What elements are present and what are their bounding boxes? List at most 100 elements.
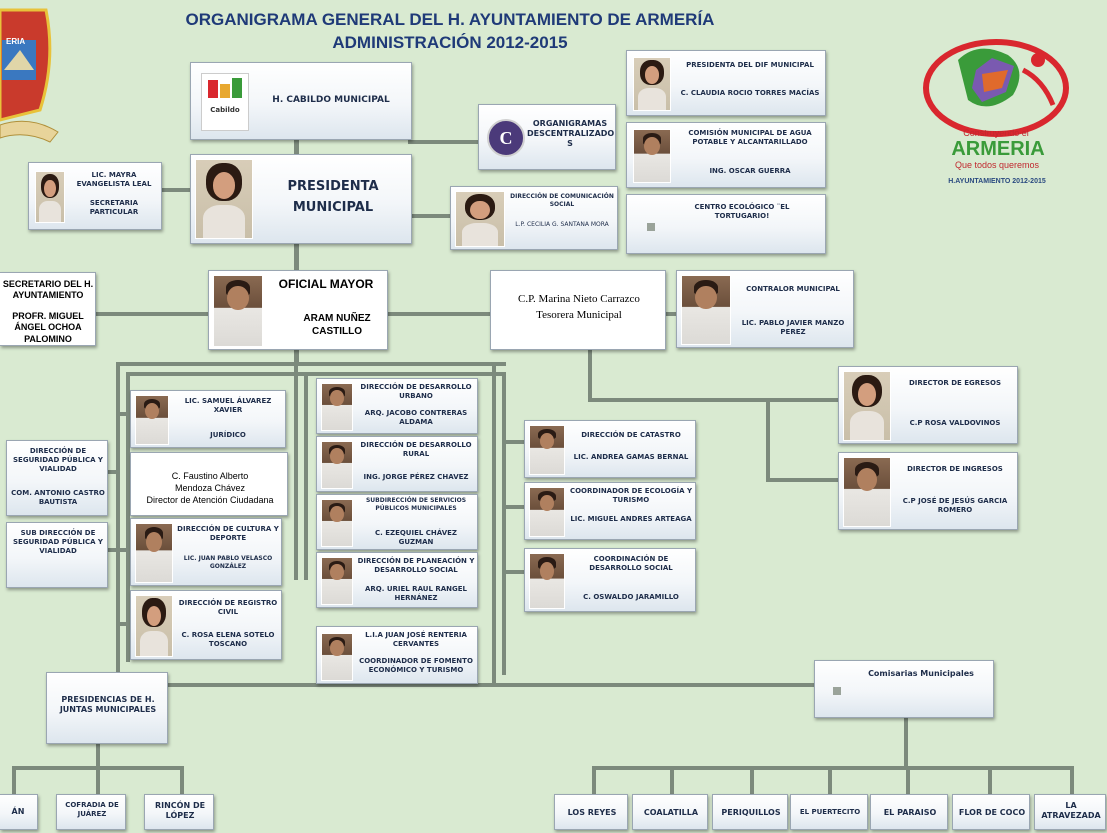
municipal-crest: ERIA: [0, 0, 60, 150]
cabildo-logo-icon: [208, 78, 242, 98]
comisaria-item-label: PERIQUILLOS: [721, 808, 781, 817]
oficial-mayor-box[interactable]: OFICIAL MAYOR ARAM NUÑEZ CASTILLO: [208, 270, 388, 350]
contralor-box[interactable]: CONTRALOR MUNICIPAL LIC. PABLO JAVIER MA…: [676, 270, 854, 348]
comisarias-box[interactable]: Comisarias Municipales: [814, 660, 994, 718]
oficial-mayor-photo: [213, 275, 263, 347]
comisaria-item[interactable]: LA ATRAVEZADA: [1034, 794, 1106, 830]
egresos-photo: [843, 371, 891, 441]
cultura-box[interactable]: DIRECCIÓN DE CULTURA Y DEPORTE LIC. JUAN…: [130, 518, 282, 586]
connector-line: [750, 766, 754, 794]
crest-text: ERIA: [6, 37, 26, 46]
connector-line: [592, 766, 1074, 770]
comisaria-item-label: EL PARAISO: [883, 808, 937, 817]
connector-line: [388, 312, 490, 316]
juntas-box[interactable]: PRESIDENCIAS DE H. JUNTAS MUNICIPALES: [46, 672, 168, 744]
agua-box[interactable]: COMISIÓN MUNICIPAL DE AGUA POTABLE Y ALC…: [626, 122, 826, 188]
desarrollo-social-title: COORDINACIÓN DE DESARROLLO SOCIAL: [589, 555, 673, 572]
comisaria-item-label: EL PUERTECITO: [799, 808, 861, 816]
servicios-box[interactable]: SUBDIRECCIÓN DE SERVICIOS PÚBLICOS MUNIC…: [316, 494, 478, 550]
comisaria-item[interactable]: EL PARAISO: [870, 794, 948, 830]
urbano-box[interactable]: DIRECCIÓN DE DESARROLLO URBANO ARQ. JACO…: [316, 378, 478, 434]
junta-item-label: ÁN: [11, 807, 25, 816]
connector-line: [294, 365, 298, 580]
registro-photo: [135, 595, 173, 657]
connector-line: [670, 766, 674, 794]
comunicacion-title: DIRECCIÓN DE COMUNICACIÓN SOCIAL: [510, 193, 614, 208]
contralor-title: CONTRALOR MUNICIPAL: [746, 285, 840, 293]
comisaria-item[interactable]: PERIQUILLOS: [712, 794, 788, 830]
tesorera-role: Tesorera Municipal: [536, 309, 622, 321]
sub-seguridad-box[interactable]: SUB DIRECCIÓN DE SEGURIDAD PÚBLICA Y VIA…: [6, 522, 108, 588]
ayuntamiento-logo: Construyendo el ARMERIA Que todos querem…: [918, 30, 1078, 200]
title-line-1: ORGANIGRAMA GENERAL DEL H. AYUNTAMIENTO …: [185, 10, 715, 29]
junta-item[interactable]: RINCÓN DE LÓPEZ: [144, 794, 214, 830]
tortugario-box[interactable]: CENTRO ECOLÓGICO ¨EL TORTUGARIO!: [626, 194, 826, 254]
cabildo-box[interactable]: Cabildo H. CABILDO MUNICIPAL: [190, 62, 412, 140]
comisaria-item[interactable]: EL PUERTECITO: [790, 794, 868, 830]
desarrollo-social-box[interactable]: COORDINACIÓN DE DESARROLLO SOCIAL C. OSW…: [524, 548, 696, 612]
ecologia-box[interactable]: COORDINADOR DE ECOLOGÍA Y TURISMO LIC. M…: [524, 482, 696, 540]
connector-line: [592, 766, 596, 794]
connector-line: [180, 766, 184, 796]
desarrollo-social-photo: [529, 553, 565, 609]
connector-line: [502, 570, 524, 574]
comisaria-item-label: LOS REYES: [567, 808, 617, 817]
cabildo-label: H. CABILDO MUNICIPAL: [272, 95, 390, 105]
fomento-box[interactable]: L.I.A JUAN JOSÉ RENTERIA CERVANTES COORD…: [316, 626, 478, 684]
placeholder-image-icon: [833, 687, 841, 695]
rural-title: DIRECCIÓN DE DESARROLLO RURAL: [360, 441, 472, 458]
swirl-logo-icon: [923, 39, 1069, 137]
desarrollo-social-name: C. OSWALDO JARAMILLO: [583, 593, 679, 601]
cabildo-logo-text: Cabildo: [210, 106, 240, 114]
planeacion-photo: [321, 557, 353, 605]
tesorera-box[interactable]: C.P. Marina Nieto Carrazco Tesorera Muni…: [490, 270, 666, 350]
junta-item[interactable]: COFRADIA DE JUÁREZ: [56, 794, 126, 830]
dif-box[interactable]: PRESIDENTA DEL DIF MUNICIPAL C. CLAUDIA …: [626, 50, 826, 116]
comisaria-item[interactable]: FLOR DE COCO: [952, 794, 1030, 830]
connector-line: [116, 362, 506, 366]
comisaria-item[interactable]: LOS REYES: [554, 794, 628, 830]
contralor-photo: [681, 275, 731, 345]
rural-box[interactable]: DIRECCIÓN DE DESARROLLO RURAL ING. JORGE…: [316, 436, 478, 492]
cultura-name: LIC. JUAN PABLO VELASCO GONZÁLEZ: [183, 555, 273, 570]
connector-line: [12, 766, 16, 796]
catastro-box[interactable]: DIRECCIÓN DE CATASTRO LIC. ANDREA GAMAS …: [524, 420, 696, 478]
juridico-box[interactable]: LIC. SAMUEL ÁLVAREZ XAVIER JURÍDICO: [130, 390, 286, 448]
connector-line: [118, 622, 130, 626]
ingresos-box[interactable]: DIRECTOR DE INGRESOS C.P JOSÉ DE JESÚS G…: [838, 452, 1018, 530]
cultura-title: DIRECCIÓN DE CULTURA Y DEPORTE: [177, 525, 279, 542]
comunicacion-box[interactable]: DIRECCIÓN DE COMUNICACIÓN SOCIAL L.P. CE…: [450, 186, 618, 250]
junta-item[interactable]: ÁN: [0, 794, 38, 830]
presidenta-box[interactable]: PRESIDENTA MUNICIPAL: [190, 154, 412, 244]
egresos-box[interactable]: DIRECTOR DE EGRESOS C.P ROSA VALDOVINOS: [838, 366, 1018, 444]
seguridad-box[interactable]: DIRECCIÓN DE SEGURIDAD PÚBLICA Y VIALIDA…: [6, 440, 108, 516]
servicios-photo: [321, 499, 353, 547]
connector-line: [126, 372, 506, 376]
descentralizados-icon: C: [487, 119, 525, 157]
connector-line: [502, 505, 524, 509]
comisarias-label: Comisarias Municipales: [868, 669, 974, 678]
connector-line: [766, 478, 838, 482]
title-line-2: ADMINISTRACIÓN 2012-2015: [332, 33, 568, 52]
servicios-title: SUBDIRECCIÓN DE SERVICIOS PÚBLICOS MUNIC…: [365, 497, 467, 512]
rural-photo: [321, 441, 353, 489]
egresos-name: C.P ROSA VALDOVINOS: [909, 419, 1001, 427]
connector-line: [304, 375, 308, 580]
connector-line: [904, 718, 908, 770]
agua-photo: [633, 129, 671, 183]
secretario-box[interactable]: SECRETARIO DEL H. AYUNTAMIENTO PROFR. MI…: [0, 272, 96, 346]
atencion-box[interactable]: C. Faustino Alberto Mendoza Chávez Direc…: [130, 452, 288, 516]
comisaria-item[interactable]: COALATILLA: [632, 794, 708, 830]
planeacion-name: ARQ. URIEL RAUL RANGEL HERNÁNEZ: [364, 585, 468, 602]
secretaria-particular-box[interactable]: LIC. MAYRA EVANGELISTA LEAL SECRETARIA P…: [28, 162, 162, 230]
descentralizados-box[interactable]: C ORGANIGRAMAS DESCENTRALIZADO S: [478, 104, 616, 170]
dif-title: PRESIDENTA DEL DIF MUNICIPAL: [686, 61, 814, 69]
connector-line: [766, 398, 770, 480]
logo-line-3: Que todos queremos: [954, 160, 1040, 170]
descentralizados-label: ORGANIGRAMAS DESCENTRALIZADO S: [527, 119, 615, 148]
ecologia-title: COORDINADOR DE ECOLOGÍA Y TURISMO: [569, 487, 693, 504]
crest-icon: [0, 8, 59, 143]
planeacion-box[interactable]: DIRECCIÓN DE PLANEACIÓN Y DESARROLLO SOC…: [316, 552, 478, 608]
registro-box[interactable]: DIRECCIÓN DE REGISTRO CIVIL C. ROSA ELEN…: [130, 590, 282, 660]
agua-name: ING. OSCAR GUERRA: [709, 167, 791, 175]
